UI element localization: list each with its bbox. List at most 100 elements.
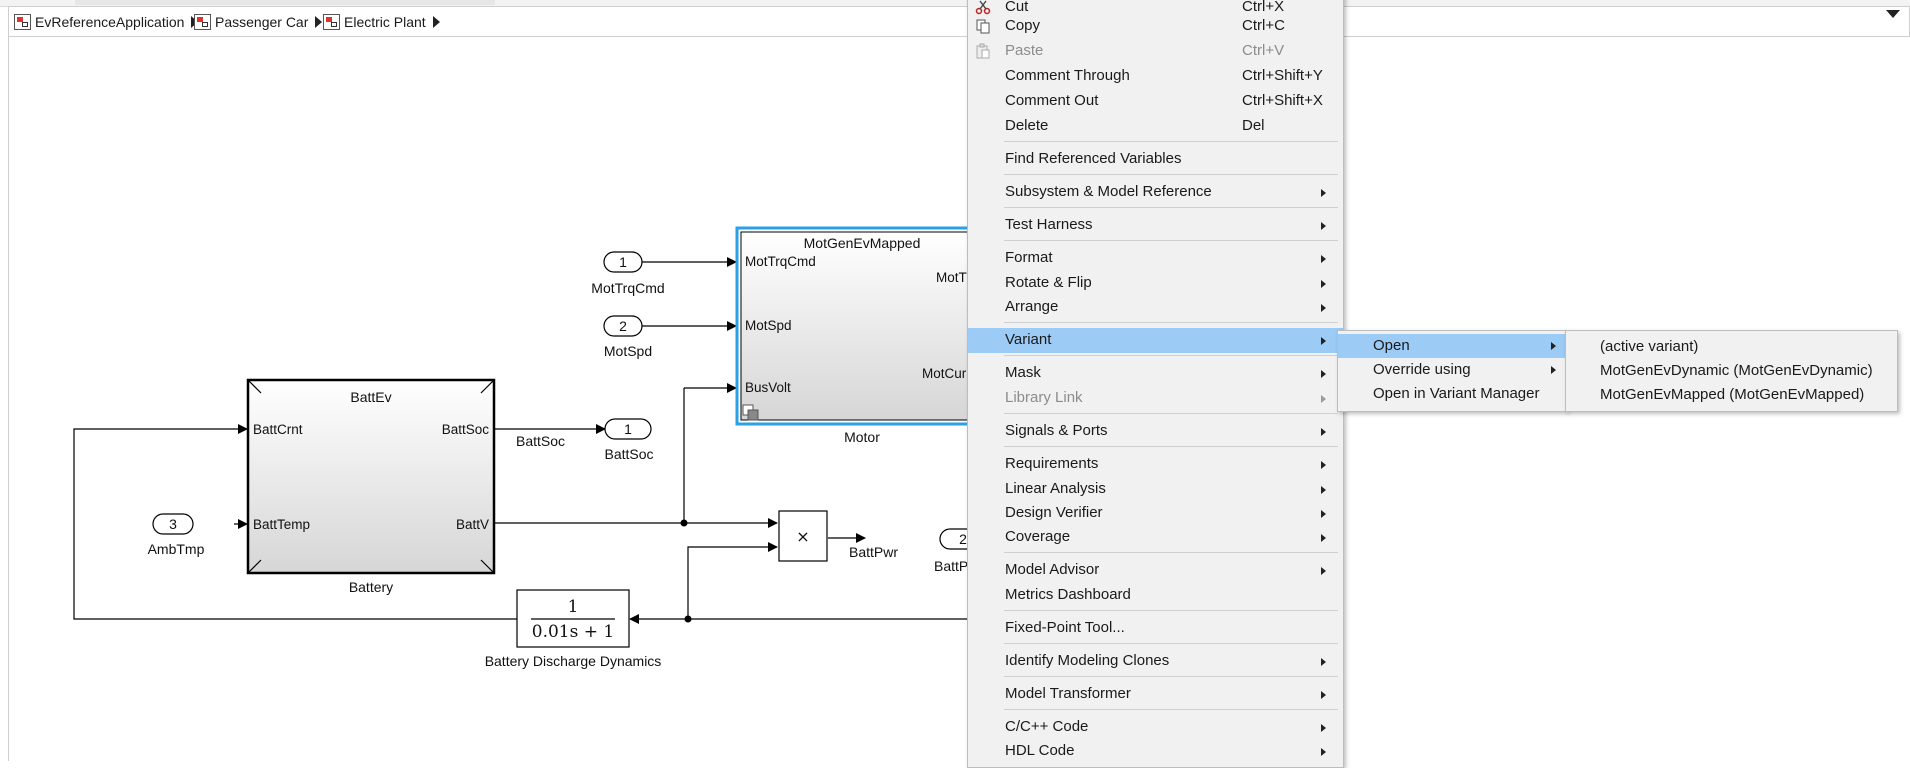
menu-item-open[interactable]: Open bbox=[1338, 334, 1566, 358]
menu-item-mask[interactable]: Mask bbox=[968, 361, 1343, 386]
menu-label: Open in Variant Manager bbox=[1373, 385, 1540, 402]
signal-label-battsoc[interactable]: BattSoc bbox=[516, 433, 565, 449]
menu-item-variant[interactable]: Variant bbox=[968, 328, 1343, 353]
menu-item-delete[interactable]: Delete Del bbox=[968, 114, 1343, 139]
menu-label: Linear Analysis bbox=[1005, 480, 1106, 497]
outport-block-battsoc[interactable]: 1 BattSoc bbox=[604, 418, 654, 462]
output-port-label: MotCur bbox=[922, 366, 967, 381]
breadcrumb-item-electric-plant[interactable]: Electric Plant bbox=[323, 7, 440, 36]
chevron-right-icon bbox=[1321, 567, 1326, 575]
breadcrumb-label: Passenger Car bbox=[215, 13, 309, 30]
chevron-right-icon[interactable] bbox=[315, 15, 323, 28]
menu-item-find-referenced-variables[interactable]: Find Referenced Variables bbox=[968, 147, 1343, 172]
menu-item-test-harness[interactable]: Test Harness bbox=[968, 213, 1343, 238]
menu-item-model-transformer[interactable]: Model Transformer bbox=[968, 682, 1343, 707]
battery-subsystem-block[interactable]: BattEv BattCrnt BattTemp BattSoc BattV B… bbox=[246, 378, 496, 595]
subsystem-icon bbox=[194, 13, 211, 30]
product-block[interactable]: × bbox=[778, 510, 828, 562]
inport-number: 2 bbox=[619, 318, 627, 334]
chevron-right-icon bbox=[1321, 691, 1326, 699]
menu-shortcut: Ctrl+Shift+X bbox=[1242, 92, 1323, 109]
inport-number: 1 bbox=[619, 254, 627, 270]
menu-label: Test Harness bbox=[1005, 216, 1093, 233]
input-port-label: BattCrnt bbox=[253, 422, 303, 437]
menu-label: Paste bbox=[1005, 42, 1044, 59]
chevron-right-icon[interactable] bbox=[432, 15, 440, 28]
block-name: Battery Discharge Dynamics bbox=[485, 653, 662, 669]
scissors-icon bbox=[975, 0, 991, 15]
model-icon bbox=[14, 13, 31, 30]
inport-block-motspd[interactable]: 2 MotSpd bbox=[603, 315, 652, 359]
menu-item-cpp-code[interactable]: C/C++ Code bbox=[968, 715, 1343, 740]
chevron-right-icon bbox=[1321, 304, 1326, 312]
breadcrumb-item-passenger-car[interactable]: Passenger Car bbox=[194, 7, 323, 36]
paste-icon bbox=[976, 43, 990, 59]
menu-item-subsystem-model-reference[interactable]: Subsystem & Model Reference bbox=[968, 180, 1343, 205]
menu-item-comment-through[interactable]: Comment Through Ctrl+Shift+Y bbox=[968, 64, 1343, 89]
chevron-right-icon bbox=[1551, 342, 1556, 350]
menu-item-comment-out[interactable]: Comment Out Ctrl+Shift+X bbox=[968, 89, 1343, 114]
menu-label: Copy bbox=[1005, 17, 1041, 34]
menu-item-metrics-dashboard[interactable]: Metrics Dashboard bbox=[968, 583, 1343, 608]
menu-item-coverage[interactable]: Coverage bbox=[968, 525, 1343, 550]
chevron-right-icon bbox=[1321, 724, 1326, 732]
chevron-right-icon bbox=[1321, 395, 1326, 403]
menu-item-format[interactable]: Format bbox=[968, 246, 1343, 271]
menu-item-motgenevdynamic[interactable]: MotGenEvDynamic (MotGenEvDynamic) bbox=[1566, 359, 1897, 383]
chevron-right-icon bbox=[1321, 280, 1326, 288]
chevron-right-icon bbox=[1321, 255, 1326, 263]
menu-item-hdl-code[interactable]: HDL Code bbox=[968, 739, 1343, 764]
menu-label: Arrange bbox=[1005, 298, 1059, 315]
context-menu: Cut Ctrl+X Copy Ctrl+C Paste Ctrl+V Comm… bbox=[967, 0, 1344, 768]
menu-label: Delete bbox=[1005, 117, 1049, 134]
inport-block-ambtmp[interactable]: 3 AmbTmp bbox=[148, 513, 205, 557]
transfer-function-block[interactable]: 1 0.01s + 1 Battery Discharge Dynamics bbox=[485, 589, 662, 669]
menu-item-model-advisor[interactable]: Model Advisor bbox=[968, 558, 1343, 583]
menu-item-design-verifier[interactable]: Design Verifier bbox=[968, 501, 1343, 526]
menu-item-library-link[interactable]: Library Link bbox=[968, 386, 1343, 411]
menu-separator bbox=[1004, 446, 1338, 447]
menu-label: Find Referenced Variables bbox=[1005, 150, 1182, 167]
menu-item-active-variant[interactable]: (active variant) bbox=[1566, 335, 1897, 359]
signal-label-battpwr[interactable]: BattPwr bbox=[849, 544, 898, 560]
menu-item-signals-ports[interactable]: Signals & Ports bbox=[968, 419, 1343, 444]
breadcrumb-dropdown-icon[interactable] bbox=[1886, 10, 1900, 18]
menu-item-rotate-flip[interactable]: Rotate & Flip bbox=[968, 271, 1343, 296]
menu-label: Signals & Ports bbox=[1005, 422, 1108, 439]
menu-separator bbox=[1004, 643, 1338, 644]
menu-shortcut: Ctrl+C bbox=[1242, 17, 1285, 34]
breadcrumb: EvReferenceApplication Passenger Car Ele… bbox=[8, 6, 1910, 37]
menu-label: MotGenEvDynamic (MotGenEvDynamic) bbox=[1600, 362, 1873, 379]
block-name: Motor bbox=[844, 429, 880, 445]
menu-item-copy[interactable]: Copy Ctrl+C bbox=[968, 14, 1343, 39]
menu-item-open-in-variant-manager[interactable]: Open in Variant Manager bbox=[1338, 382, 1566, 406]
menu-separator bbox=[1004, 355, 1338, 356]
breadcrumb-item-evreferenceapplication[interactable]: EvReferenceApplication bbox=[14, 7, 199, 36]
chevron-right-icon bbox=[1321, 486, 1326, 494]
block-title: BattEv bbox=[350, 389, 391, 405]
menu-item-identify-modeling-clones[interactable]: Identify Modeling Clones bbox=[968, 649, 1343, 674]
menu-item-override-using[interactable]: Override using bbox=[1338, 358, 1566, 382]
chevron-right-icon bbox=[1321, 461, 1326, 469]
menu-shortcut: Ctrl+V bbox=[1242, 42, 1285, 59]
menu-separator bbox=[1004, 413, 1338, 414]
menu-label: Model Advisor bbox=[1005, 561, 1100, 578]
menu-item-linear-analysis[interactable]: Linear Analysis bbox=[968, 477, 1343, 502]
menu-label: (active variant) bbox=[1600, 338, 1699, 355]
menu-item-paste[interactable]: Paste Ctrl+V bbox=[968, 39, 1343, 64]
menu-item-requirements[interactable]: Requirements bbox=[968, 452, 1343, 477]
menu-item-cut[interactable]: Cut Ctrl+X bbox=[968, 0, 1343, 20]
menu-item-arrange[interactable]: Arrange bbox=[968, 295, 1343, 320]
output-port-label: BattV bbox=[456, 517, 489, 532]
menu-shortcut: Ctrl+Shift+Y bbox=[1242, 67, 1323, 84]
canvas-left-border bbox=[8, 37, 9, 761]
menu-label: MotGenEvMapped (MotGenEvMapped) bbox=[1600, 386, 1865, 403]
tf-denominator: 0.01s + 1 bbox=[532, 622, 614, 642]
motor-model-reference-block[interactable]: MotGenEvMapped MotTrqCmd MotSpd BusVolt … bbox=[735, 226, 979, 445]
multiply-symbol: × bbox=[796, 527, 809, 546]
menu-label: C/C++ Code bbox=[1005, 718, 1089, 735]
menu-item-motgenevmapped[interactable]: MotGenEvMapped (MotGenEvMapped) bbox=[1566, 383, 1897, 407]
menu-item-fixed-point-tool[interactable]: Fixed-Point Tool... bbox=[968, 616, 1343, 641]
block-name: Battery bbox=[349, 579, 393, 595]
inport-block-mottrqcmd[interactable]: 1 MotTrqCmd bbox=[591, 251, 665, 296]
